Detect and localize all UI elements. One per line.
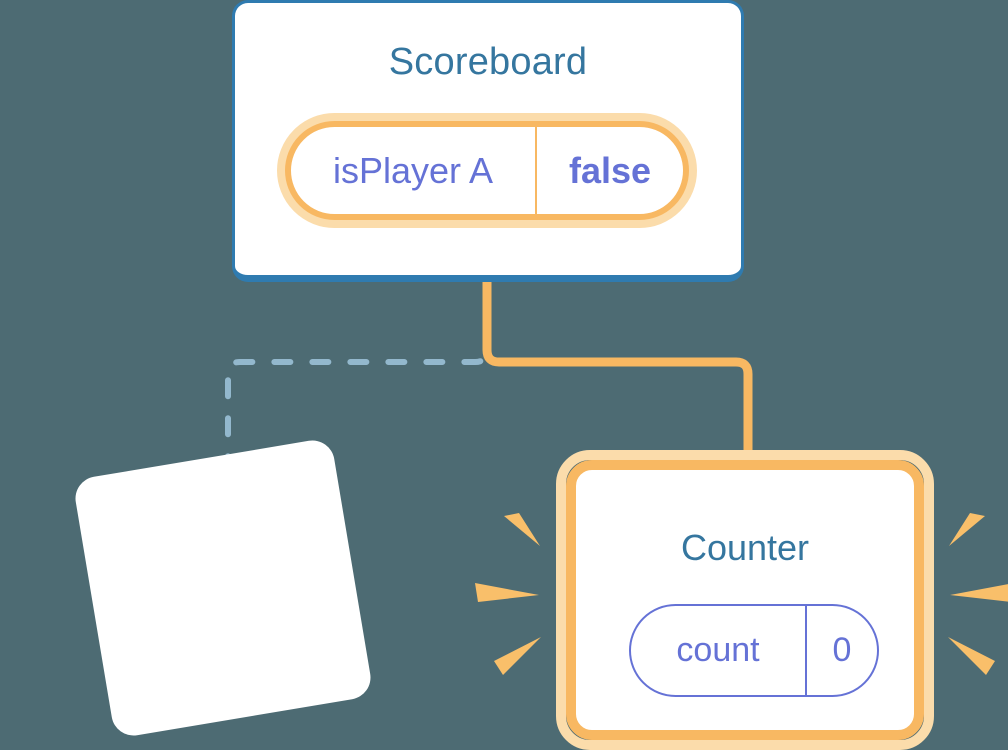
counter-state-value: 0 [805, 606, 877, 695]
counter-card[interactable]: Counter count 0 [556, 450, 934, 750]
counter-state-key: count [676, 631, 760, 669]
scoreboard-state-pill[interactable]: isPlayer A false [277, 113, 697, 228]
blank-card[interactable] [72, 437, 374, 739]
scoreboard-state-key: isPlayer A [332, 149, 494, 191]
burst-ray [475, 583, 539, 602]
counter-card-body: Counter count 0 [566, 460, 924, 740]
connector-solid-to-counter [482, 282, 753, 470]
scoreboard-title: Scoreboard [388, 41, 588, 83]
counter-state-pill[interactable]: count 0 [629, 604, 879, 697]
scoreboard-pill-body: isPlayer A false [285, 121, 689, 220]
burst-ray [949, 513, 985, 546]
burst-ray [950, 584, 1008, 602]
scoreboard-state-value: false [535, 127, 683, 214]
scoreboard-card[interactable]: Scoreboard isPlayer A false [232, 0, 744, 282]
burst-ray [504, 513, 540, 546]
counter-title: Counter [680, 527, 810, 568]
burst-ray [494, 637, 541, 675]
burst-ray [948, 637, 995, 675]
